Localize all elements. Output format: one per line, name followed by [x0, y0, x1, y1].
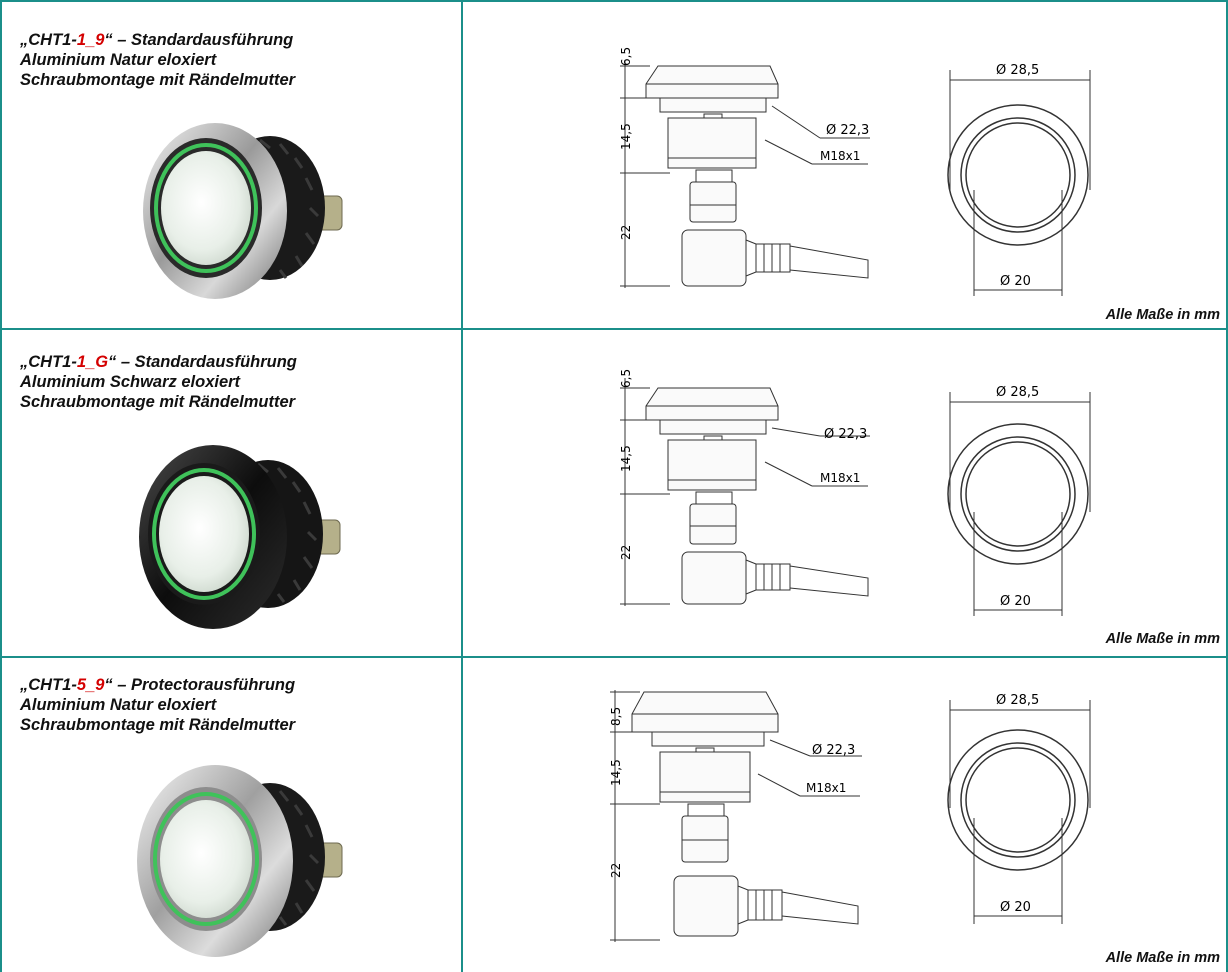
dim-top-1: 6,5: [619, 47, 633, 66]
unit-note-2: Alle Maße in mm: [1105, 631, 1220, 647]
dimension-drawing-side-1: 6,5 14,5 22 Ø 22,3 M18x1: [619, 47, 870, 288]
product-description-1: „CHT1-1_9“ – Standardausführung Aluminiu…: [20, 30, 295, 90]
product-description-2: „CHT1-1_G“ – Standardausführung Aluminiu…: [20, 352, 297, 412]
unit-note-1: Alle Maße in mm: [1105, 307, 1220, 323]
dim-mid-3: 14,5: [609, 759, 623, 786]
dim-low-2: 22: [619, 545, 633, 560]
dim-low-1: 22: [619, 225, 633, 240]
dim-lens-diameter-1: Ø 20: [1000, 274, 1031, 289]
dim-outer-diameter-3: Ø 28,5: [996, 693, 1039, 708]
table-border-top: [0, 0, 1228, 2]
product-mounting-3: Schraubmontage mit Rändelmutter: [20, 716, 296, 734]
dim-thread-3: M18x1: [806, 781, 846, 795]
dim-thread-2: M18x1: [820, 471, 860, 485]
variant-code-1: 1_9: [76, 31, 105, 49]
dim-top-2: 6,5: [619, 369, 633, 388]
product-description-3: „CHT1-5_9“ – Protectorausführung Alumini…: [20, 675, 295, 735]
product-mounting-2: Schraubmontage mit Rändelmutter: [20, 393, 296, 411]
dim-outer-diameter-2: Ø 28,5: [996, 385, 1039, 400]
dimension-drawing-side-3: 8,5 14,5 22 Ø 22,3 M18x1: [609, 690, 862, 942]
product-photo-natural-1: [143, 123, 343, 299]
product-photo-black-2: [139, 445, 341, 629]
dim-outer-diameter-1: Ø 28,5: [996, 63, 1039, 78]
row-divider-2: [0, 656, 1228, 658]
product-title-2: „CHT1-1_G“ – Standardausführung: [20, 353, 297, 371]
dimension-drawing-front-3: Ø 28,5 Ø 20: [947, 693, 1091, 924]
variant-code-3: 5_9: [76, 676, 105, 694]
variant-code-2: 1_G: [76, 353, 109, 371]
dimension-drawing-side-2: 6,5 14,5 22 Ø 22,3 M18x1: [619, 369, 870, 606]
table-border-left: [0, 0, 2, 972]
dim-inner-diameter-2: Ø 22,3: [824, 427, 867, 442]
dim-lens-diameter-2: Ø 20: [1000, 594, 1031, 609]
dim-low-3: 22: [609, 863, 623, 878]
column-divider: [461, 0, 463, 972]
product-title-1: „CHT1-1_9“ – Standardausführung: [20, 31, 294, 49]
dim-lens-diameter-3: Ø 20: [1000, 900, 1031, 915]
dim-inner-diameter-3: Ø 22,3: [812, 743, 855, 758]
product-finish-3: Aluminium Natur eloxiert: [20, 696, 217, 714]
dim-mid-1: 14,5: [619, 123, 633, 150]
unit-note-3: Alle Maße in mm: [1105, 950, 1220, 966]
dimension-drawing-front-2: Ø 28,5 Ø 20: [947, 385, 1091, 616]
dim-mid-2: 14,5: [619, 445, 633, 472]
row-divider-1: [0, 328, 1228, 330]
dim-inner-diameter-1: Ø 22,3: [826, 123, 869, 138]
dimension-drawing-front-1: Ø 28,5 Ø 20: [947, 63, 1091, 296]
product-photo-natural-3: [137, 765, 343, 957]
product-finish-2: Aluminium Schwarz eloxiert: [20, 373, 241, 391]
dim-top-3: 8,5: [609, 707, 623, 726]
table-border-right: [1226, 0, 1228, 972]
dim-thread-1: M18x1: [820, 149, 860, 163]
product-title-3: „CHT1-5_9“ – Protectorausführung: [20, 676, 296, 694]
product-mounting-1: Schraubmontage mit Rändelmutter: [20, 71, 296, 89]
product-finish-1: Aluminium Natur eloxiert: [20, 51, 217, 69]
